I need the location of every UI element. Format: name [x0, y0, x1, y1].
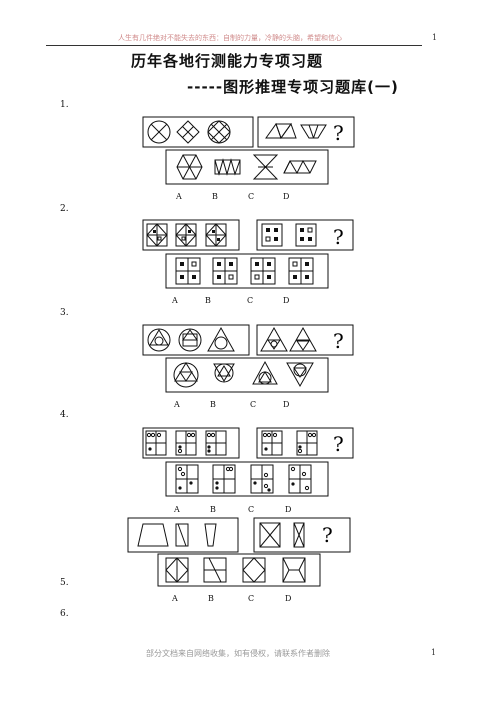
option-d[interactable]: D	[283, 400, 290, 409]
option-d[interactable]: D	[285, 594, 292, 603]
question-5-mark: ?	[322, 523, 333, 547]
option-a[interactable]: A	[176, 192, 182, 201]
question-number-4: 4.	[60, 410, 69, 420]
question-4-mark: ?	[333, 432, 344, 456]
question-3-mark: ?	[333, 329, 344, 353]
header-page-number: 1	[432, 33, 438, 42]
option-b[interactable]: B	[210, 400, 216, 409]
footer-page-number: 1	[431, 648, 437, 657]
option-a[interactable]: A	[172, 296, 178, 305]
option-a[interactable]: A	[174, 400, 180, 409]
question-2-mark: ?	[333, 225, 344, 249]
question-number-1: 1.	[60, 100, 69, 110]
option-b[interactable]: B	[212, 192, 218, 201]
header-motto: 人生有几件绝对不能失去的东西：自制的力量，冷静的头脑，希望和信心	[118, 34, 342, 42]
page-subtitle: -----图形推理专项习题库(一)	[187, 78, 399, 96]
option-c[interactable]: C	[248, 192, 255, 201]
page-title: 历年各地行测能力专项习题	[131, 52, 324, 70]
question-number-3: 3.	[60, 308, 69, 318]
option-d[interactable]: D	[283, 296, 290, 305]
question-number-2: 2.	[60, 204, 69, 214]
option-a[interactable]: A	[174, 505, 180, 514]
option-c[interactable]: C	[247, 296, 254, 305]
footer-disclaimer: 部分文档来自网络收集，如有侵权，请联系作者删除	[146, 649, 330, 658]
option-b[interactable]: B	[210, 505, 216, 514]
option-b[interactable]: B	[208, 594, 214, 603]
question-number-5: 5.	[60, 578, 69, 588]
option-c[interactable]: C	[248, 505, 255, 514]
option-b[interactable]: B	[205, 296, 211, 305]
question-number-6: 6.	[60, 609, 69, 619]
option-c[interactable]: C	[248, 594, 255, 603]
question-1-mark: ?	[333, 121, 344, 145]
option-d[interactable]: D	[283, 192, 290, 201]
option-d[interactable]: D	[285, 505, 292, 514]
option-a[interactable]: A	[172, 594, 178, 603]
option-c[interactable]: C	[250, 400, 257, 409]
header-rule	[46, 45, 422, 46]
